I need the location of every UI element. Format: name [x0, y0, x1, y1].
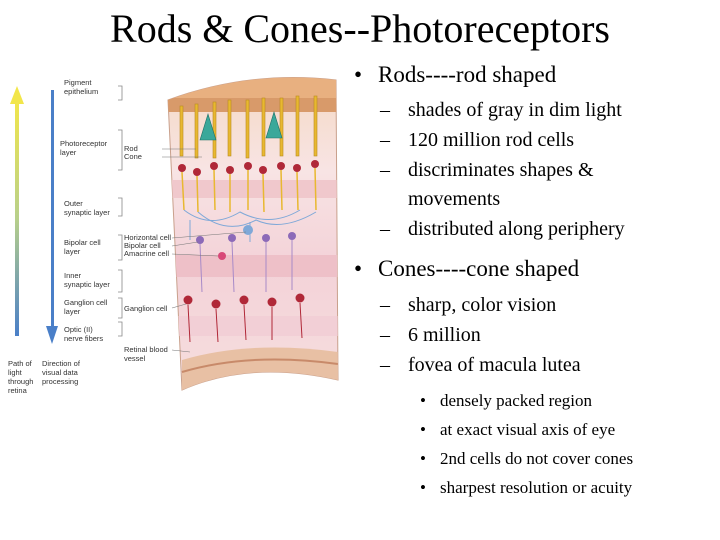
dash-marker: –: [380, 324, 390, 346]
label-rod: Rod: [124, 144, 138, 153]
light-path-arrow: [10, 86, 24, 336]
dash-marker: –: [380, 294, 390, 316]
dot-marker: •: [420, 391, 426, 410]
bullet-rods: Rods----rod shaped: [346, 60, 720, 90]
slide-title: Rods & Cones--Photoreceptors: [110, 6, 610, 51]
dot-marker: •: [420, 478, 426, 497]
label-outer-synaptic-layer: Outer synaptic layer: [64, 199, 110, 217]
sub-bullet: –6 million: [346, 320, 720, 350]
bullet-cones: Cones----cone shaped: [346, 254, 720, 284]
dash-marker: –: [380, 218, 390, 240]
retina-wedge: [167, 77, 339, 391]
label-direction-of-visual-data: Direction of visual data processing: [42, 359, 82, 386]
processing-direction-arrow: [46, 90, 58, 344]
label-ganglion-cell: Ganglion cell: [124, 304, 168, 313]
label-optic-nerve-fibers: Optic (II) nerve fibers: [64, 325, 103, 343]
label-pigment-epithelium: Pigment epithelium: [64, 78, 98, 96]
label-photoreceptor-layer: Photoreceptor layer: [60, 139, 109, 157]
dot-marker: •: [420, 449, 426, 468]
label-bipolar-cell-layer: Bipolar cell layer: [64, 238, 103, 256]
label-inner-synaptic-layer: Inner synaptic layer: [64, 271, 110, 289]
sub-bullet: –distributed along periphery: [346, 214, 720, 244]
layer-brackets: [118, 85, 123, 337]
dot-marker: •: [420, 420, 426, 439]
sub-sub-bullet: •sharpest resolution or acuity: [346, 473, 720, 502]
sub-bullet: –sharp, color vision: [346, 290, 720, 320]
dash-marker: –: [380, 354, 390, 376]
label-horizontal-cell: Horizontal cell: [124, 233, 171, 242]
dash-marker: –: [380, 159, 390, 181]
sub-bullet: –120 million rod cells: [346, 125, 720, 155]
sub-bullet: –shades of gray in dim light: [346, 95, 720, 125]
sub-sub-bullet: •2nd cells do not cover cones: [346, 444, 720, 473]
label-cone: Cone: [124, 152, 142, 161]
sub-sub-bullet: •densely packed region: [346, 386, 720, 415]
label-amacrine-cell: Amacrine cell: [124, 249, 169, 258]
label-bipolar-cell: Bipolar cell: [124, 241, 161, 250]
sub-bullet: –fovea of macula lutea: [346, 350, 720, 380]
dash-marker: –: [380, 129, 390, 151]
dash-marker: –: [380, 99, 390, 121]
bullet-list: Rods----rod shaped –shades of gray in di…: [346, 56, 720, 502]
retina-diagram: Pigment epithelium Photoreceptor layer R…: [8, 77, 339, 395]
label-ganglion-cell-layer: Ganglion cell layer: [64, 298, 109, 316]
sub-bullet: –discriminates shapes &movements: [346, 155, 720, 214]
label-retinal-blood-vessel: Retinal blood vessel: [124, 345, 170, 363]
label-path-of-light: Path of light through retina: [8, 359, 36, 395]
sub-sub-bullet: •at exact visual axis of eye: [346, 415, 720, 444]
